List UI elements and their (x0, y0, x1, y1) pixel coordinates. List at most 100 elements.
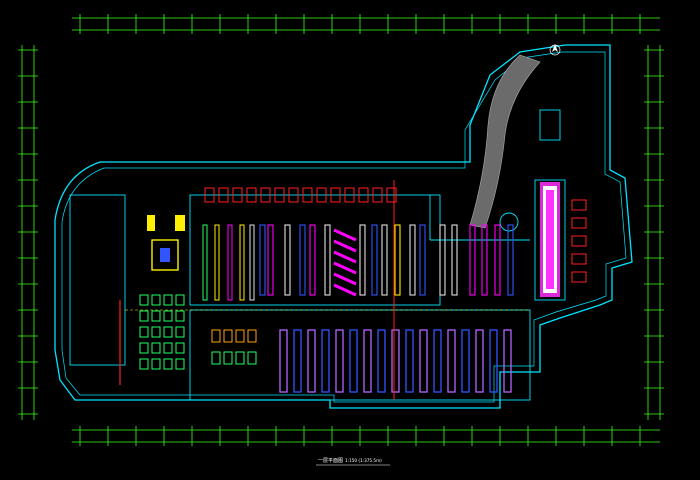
shelf-unit (333, 261, 357, 275)
shelf-unit (324, 224, 331, 296)
grid-ticks (18, 14, 664, 446)
building-outline (54, 44, 633, 409)
shelf-unit (333, 228, 357, 242)
display-table (139, 294, 149, 306)
checkout-counter (246, 187, 257, 203)
display-table (247, 351, 257, 365)
shelf-unit (419, 224, 426, 296)
shelf-unit (405, 329, 414, 393)
shelf-unit (451, 224, 458, 296)
checkout-counter (372, 187, 383, 203)
shelf-unit (202, 224, 208, 301)
display-table (175, 326, 185, 338)
display-table (151, 239, 179, 271)
shelf-unit (481, 224, 488, 296)
shelf-unit (363, 329, 372, 393)
display-table (151, 310, 161, 322)
checkout-counter (330, 187, 341, 203)
shelf-unit (391, 329, 400, 393)
display-table (151, 326, 161, 338)
shelf-unit (333, 250, 357, 264)
display-table (163, 326, 173, 338)
shelf-unit (469, 224, 476, 296)
checkout-counter (274, 187, 285, 203)
shelf-unit (371, 224, 378, 296)
display-table (223, 329, 233, 343)
display-table (235, 329, 245, 343)
checkout-counters (204, 187, 397, 203)
shelf-unit (571, 271, 587, 283)
checkout-counter (232, 187, 243, 203)
display-table (139, 358, 149, 370)
display-table (223, 351, 233, 365)
display-table (151, 358, 161, 370)
checkout-counter (386, 187, 397, 203)
checkout-counter (302, 187, 313, 203)
shelf-unit (299, 224, 306, 296)
shelf-unit (335, 329, 344, 393)
shelving-fixtures (119, 180, 587, 400)
display-table (163, 294, 173, 306)
shelf-unit (293, 329, 302, 393)
shelf-unit (475, 329, 484, 393)
display-table (147, 215, 155, 231)
checkout-counter (344, 187, 355, 203)
shelf-unit (571, 235, 587, 247)
shelf-unit (307, 329, 316, 393)
display-table (247, 329, 257, 343)
shelf-unit (394, 224, 401, 296)
shelf-unit (409, 224, 416, 296)
display-table (211, 329, 221, 343)
checkout-counter (288, 187, 299, 203)
north-arrow-icon (549, 44, 561, 56)
display-table (175, 294, 185, 306)
shelf-unit (439, 224, 446, 296)
drawing-scale: 1:150 (1:375.5m) (345, 458, 382, 463)
display-table (163, 310, 173, 322)
shelf-unit (461, 329, 470, 393)
shelf-unit (419, 329, 428, 393)
display-table (139, 326, 149, 338)
shelf-unit (571, 217, 587, 229)
shelf-unit (377, 329, 386, 393)
display-table (163, 342, 173, 354)
checkout-counter (260, 187, 271, 203)
shelf-unit (503, 329, 512, 393)
shelf-unit (267, 224, 274, 296)
ramp-icon (469, 54, 541, 229)
checkout-counter (316, 187, 327, 203)
shelf-unit (447, 329, 456, 393)
shelf-unit (381, 224, 388, 296)
shelf-unit (571, 199, 587, 211)
display-table (175, 310, 185, 322)
shelf-unit (433, 329, 442, 393)
shelf-unit (349, 329, 358, 393)
display-table (211, 351, 221, 365)
display-table (151, 342, 161, 354)
dimension-grid (21, 17, 661, 443)
shelf-unit (284, 224, 291, 296)
shelf-unit (489, 329, 498, 393)
checkout-counter (358, 187, 369, 203)
display-table (139, 310, 149, 322)
display-table (235, 351, 245, 365)
shelf-unit (333, 239, 357, 253)
display-table (175, 342, 185, 354)
display-table (175, 358, 185, 370)
shelf-unit (333, 272, 357, 286)
escalator-icon (540, 182, 560, 297)
display-table (151, 294, 161, 306)
shelf-unit (333, 283, 357, 297)
shelf-unit (571, 253, 587, 265)
shelf-unit (321, 329, 330, 393)
shelf-unit (507, 224, 514, 296)
shelf-unit (249, 224, 255, 301)
shelf-unit (309, 224, 316, 296)
checkout-counter (204, 187, 215, 203)
shelf-unit (239, 224, 245, 301)
shelf-unit (214, 224, 220, 301)
shelf-unit (279, 329, 288, 393)
display-table (160, 248, 170, 262)
shelf-unit (494, 224, 501, 296)
